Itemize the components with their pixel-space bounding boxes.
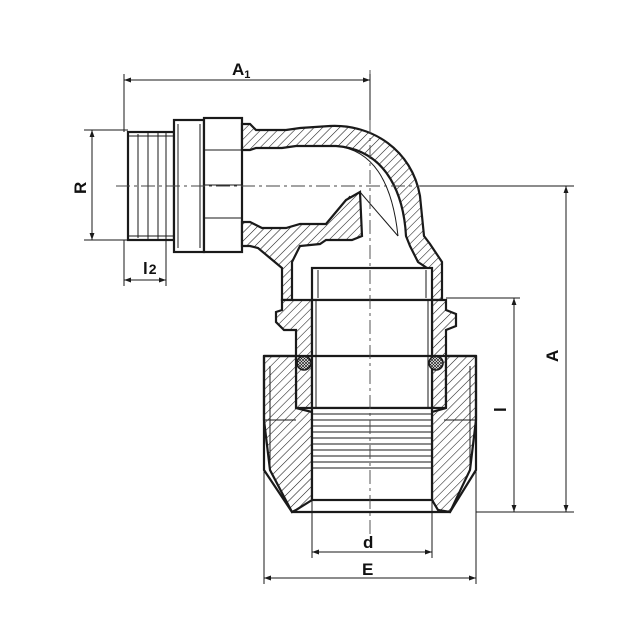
label-r: R [71, 182, 90, 194]
elbow-body-section [240, 122, 444, 302]
label-d: d [363, 533, 373, 552]
label-a1: A1 [232, 60, 250, 81]
dimension-lines [84, 74, 574, 584]
label-e: E [362, 560, 373, 579]
label-l: l [491, 407, 510, 412]
union-nut [262, 354, 478, 514]
clamp-ring [310, 406, 434, 502]
dimension-labels: A1 R l2 A l d E [71, 60, 562, 579]
label-l2: l2 [143, 259, 157, 278]
label-a: A [543, 350, 562, 362]
hex-nut [172, 116, 250, 254]
o-rings [296, 355, 444, 371]
socket-upper [274, 298, 458, 410]
